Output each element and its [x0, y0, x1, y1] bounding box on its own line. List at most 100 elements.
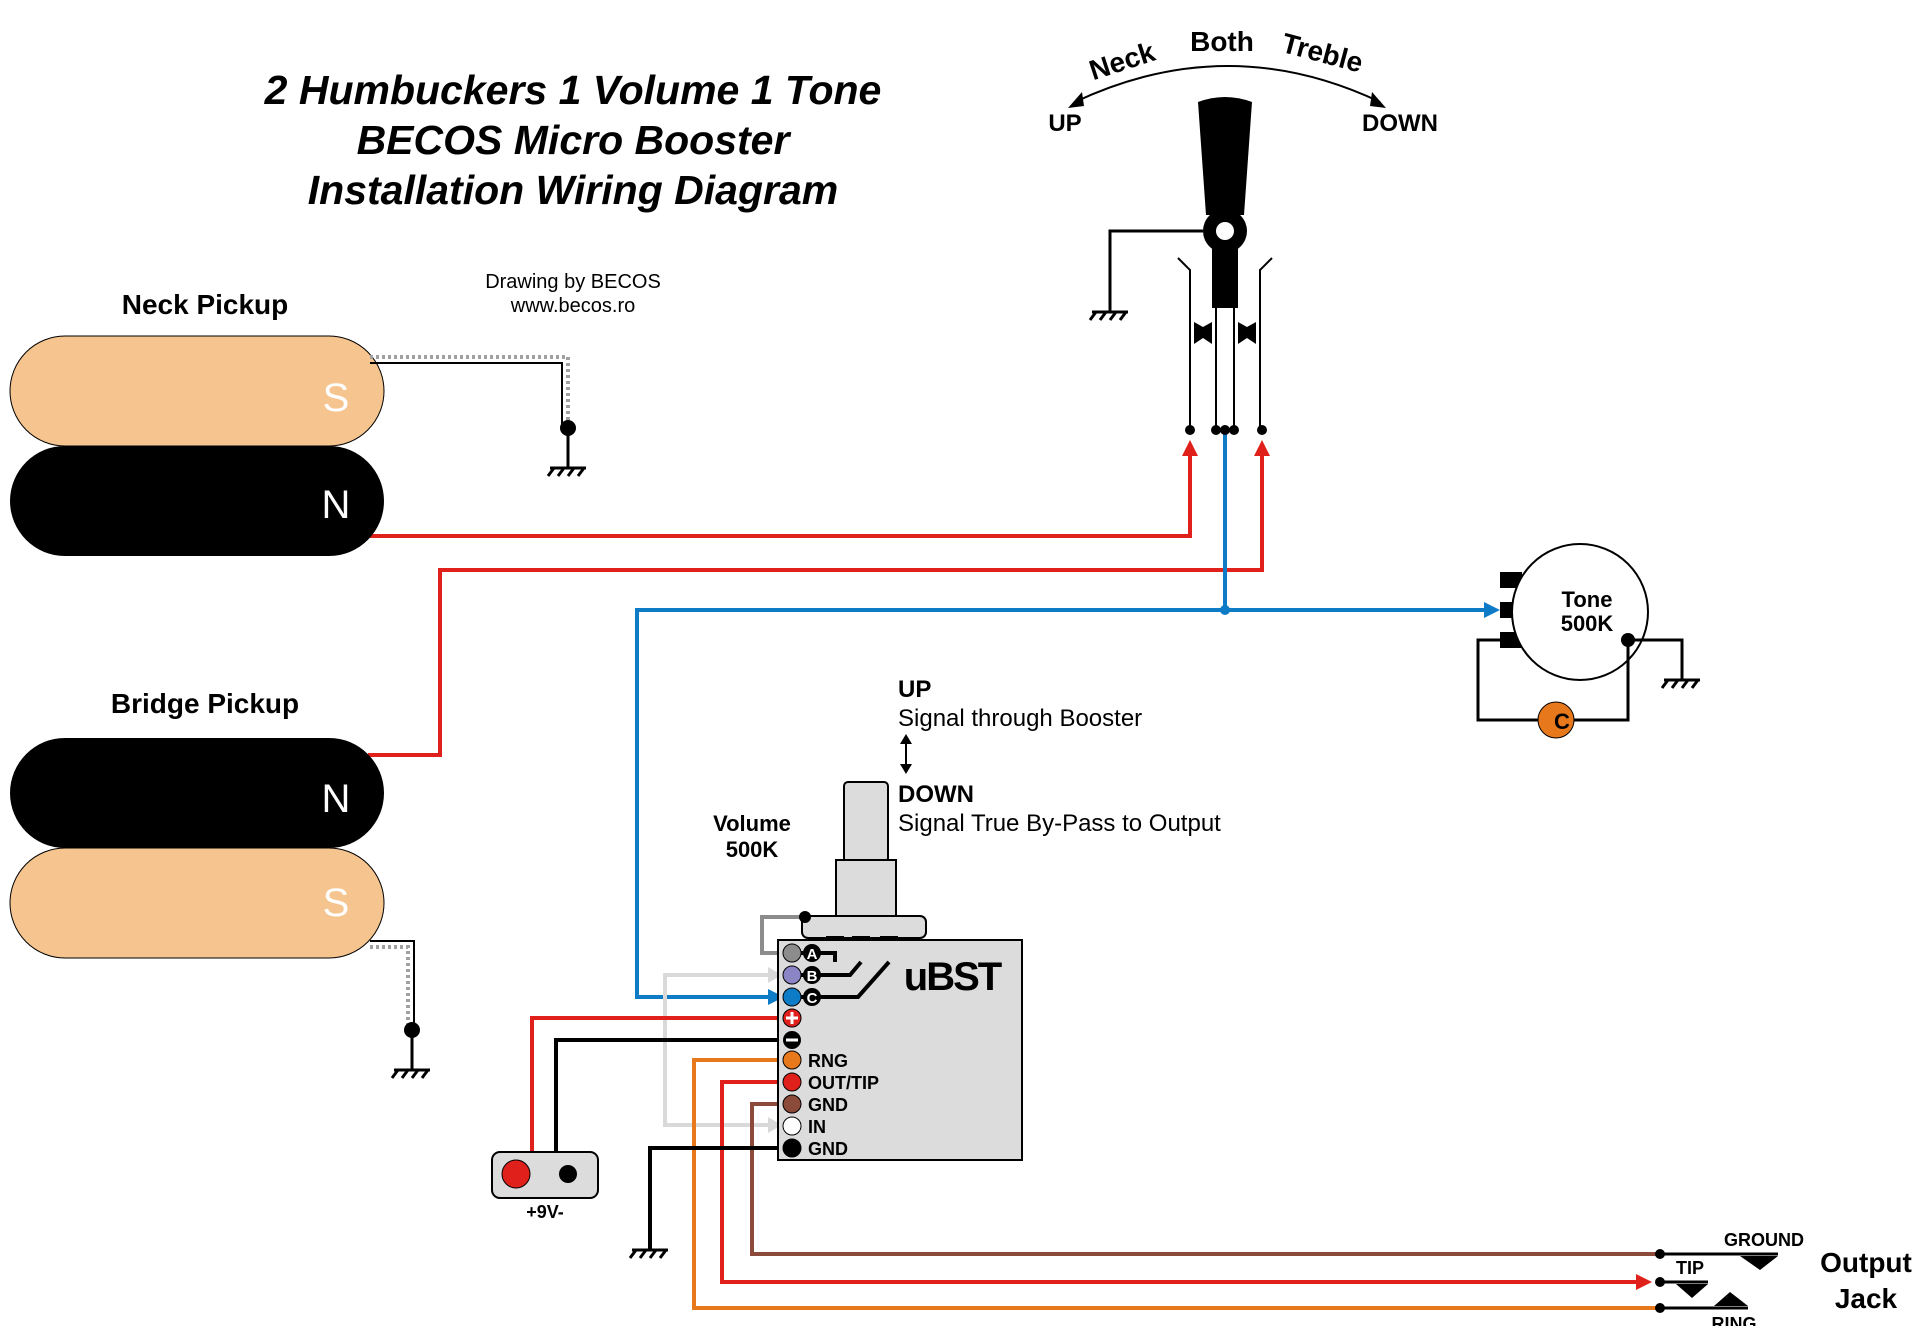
bridge-ground-wire — [370, 940, 415, 1030]
selector-lug-neck — [1185, 425, 1195, 435]
credit-line-2: www.becos.ro — [510, 295, 636, 317]
jack-title-line-1: Output — [1820, 1247, 1912, 1278]
bridge-coil-north — [10, 738, 384, 848]
ubst-pin-in-label: IN — [808, 1117, 826, 1137]
neck-coil-south-label: S — [323, 376, 350, 420]
volume-pot-shaft[interactable] — [843, 781, 889, 863]
selector-lever[interactable] — [1198, 97, 1252, 215]
selector-arc-left-arrow — [1068, 92, 1084, 108]
title-line-2: BECOS Micro Booster — [357, 117, 792, 163]
battery-plus-terminal — [501, 1159, 531, 1189]
arrow-input-lower — [768, 1117, 782, 1133]
booster-switch-legend: UP Signal through Booster DOWN Signal Tr… — [898, 676, 1221, 837]
title-line-1: 2 Humbuckers 1 Volume 1 Tone — [264, 67, 882, 113]
booster-down-title: DOWN — [898, 781, 974, 808]
volume-pot-value: 500K — [726, 837, 779, 862]
wire-board-ground — [648, 1146, 790, 1250]
volume-pot-base — [801, 915, 927, 939]
booster-down-desc: Signal True By-Pass to Output — [898, 810, 1221, 837]
tone-pot-name: Tone — [1562, 587, 1613, 612]
ubst-pin-in — [782, 1116, 802, 1136]
diagram-title: 2 Humbuckers 1 Volume 1 Tone BECOS Micro… — [264, 67, 882, 213]
battery-minus-terminal — [559, 1165, 577, 1183]
tone-pot: Tone 500K C — [1476, 543, 1700, 739]
neck-ground-symbol — [546, 428, 586, 477]
selector-contact-right-b — [1238, 322, 1256, 344]
selector-lug-common-2 — [1220, 425, 1230, 435]
jack-ground-arrow — [1740, 1256, 1778, 1270]
wire-ring — [692, 1058, 1664, 1310]
jack-ground-label: GROUND — [1724, 1230, 1804, 1250]
bridge-coil-south-label: S — [323, 881, 350, 925]
ubst-pin-a-label: A — [807, 946, 818, 963]
ubst-pin-out — [782, 1072, 802, 1092]
selector-up-label: UP — [1048, 110, 1081, 137]
volume-pot-name: Volume — [713, 811, 791, 836]
wire-tip — [720, 1080, 1640, 1284]
volume-pot-bushing — [835, 859, 897, 919]
output-jack: GROUND TIP RING Output Jack — [1655, 1230, 1912, 1331]
credit-line-1: Drawing by BECOS — [485, 271, 661, 293]
ubst-pin-a-badge — [803, 944, 821, 962]
arrow-to-tone — [1484, 602, 1500, 618]
tone-pot-body[interactable] — [1511, 543, 1649, 681]
wire-input-upper — [663, 973, 772, 1127]
selector-contacts — [1177, 257, 1273, 430]
volume-pot-ground-point — [799, 911, 811, 923]
bridge-pickup-label: Bridge Pickup — [111, 688, 299, 719]
ubst-pin-out-label: OUT/TIP — [808, 1073, 879, 1093]
neck-coil-north-label: N — [322, 483, 351, 527]
bridge-pickup: Bridge Pickup N S — [9, 688, 430, 1079]
selector-lug-common-1 — [1211, 425, 1221, 435]
selector-lug-bridge — [1257, 425, 1267, 435]
battery-connector: +9V- — [491, 1151, 599, 1222]
jack-ring-label: RING — [1712, 1314, 1757, 1326]
tone-capacitor — [1537, 701, 1575, 739]
selector-pos-treble: Treble — [1279, 27, 1367, 78]
ubst-pin-a — [782, 943, 802, 963]
neck-coil-north — [10, 446, 384, 556]
bridge-coil-north-label: N — [322, 777, 351, 821]
selector-ground-wire — [1108, 229, 1203, 312]
ubst-pin-ring-label: RNG — [808, 1051, 848, 1071]
selector-arc-right-arrow — [1370, 92, 1386, 108]
selector-arc — [1074, 65, 1381, 103]
neck-pickup-label: Neck Pickup — [122, 289, 289, 320]
wire-neck-hot — [368, 448, 1192, 538]
tone-ground-wire — [1628, 638, 1684, 680]
bridge-shield-wire — [370, 945, 410, 1030]
booster-up-title: UP — [898, 676, 931, 703]
title-line-3: Installation Wiring Diagram — [308, 167, 838, 213]
tone-capacitor-label: C — [1554, 709, 1570, 734]
selector-ground-symbol — [1088, 310, 1128, 321]
neck-pickup: Neck Pickup S N — [9, 289, 586, 556]
bridge-coil-south — [9, 847, 385, 959]
ubst-pin-b — [782, 965, 802, 985]
booster-updown-icon — [900, 734, 912, 774]
ubst-pin-b-label: B — [807, 968, 818, 985]
ubst-pin-gnd-1-label: GND — [808, 1095, 848, 1115]
tone-pot-lug-1 — [1500, 572, 1522, 588]
tone-cap-loop — [1476, 638, 1630, 722]
wire-to-ubst-c — [635, 608, 1225, 999]
ubst-pin-c — [782, 987, 802, 1007]
ubst-pin-ring — [782, 1050, 802, 1070]
ubst-pin-gnd-2 — [782, 1138, 802, 1158]
ubst-pin-c-label: C — [807, 990, 818, 1007]
selector-down-label: DOWN — [1362, 110, 1438, 137]
selector-pos-neck: Neck — [1085, 36, 1159, 86]
wire-ground-jack — [750, 1102, 1660, 1256]
selector-pivot-hole — [1216, 222, 1234, 240]
volume-pot[interactable] — [799, 781, 927, 962]
selector-contact-left-b — [1194, 322, 1212, 344]
jack-tip-arrow — [1676, 1284, 1708, 1298]
arrow-to-ubst-c — [768, 989, 784, 1005]
jack-tip-label: TIP — [1676, 1258, 1704, 1278]
ubst-board-name: uBST — [904, 955, 1002, 999]
booster-up-desc: Signal through Booster — [898, 705, 1142, 732]
ubst-board: uBST A B C RNG OUT/TIP GND IN — [777, 939, 1023, 1161]
selector-lug-common-3 — [1229, 425, 1239, 435]
selector-pos-both: Both — [1190, 26, 1254, 57]
bridge-ground-symbol — [390, 1030, 430, 1079]
wire-bridge-hot — [368, 448, 1264, 757]
